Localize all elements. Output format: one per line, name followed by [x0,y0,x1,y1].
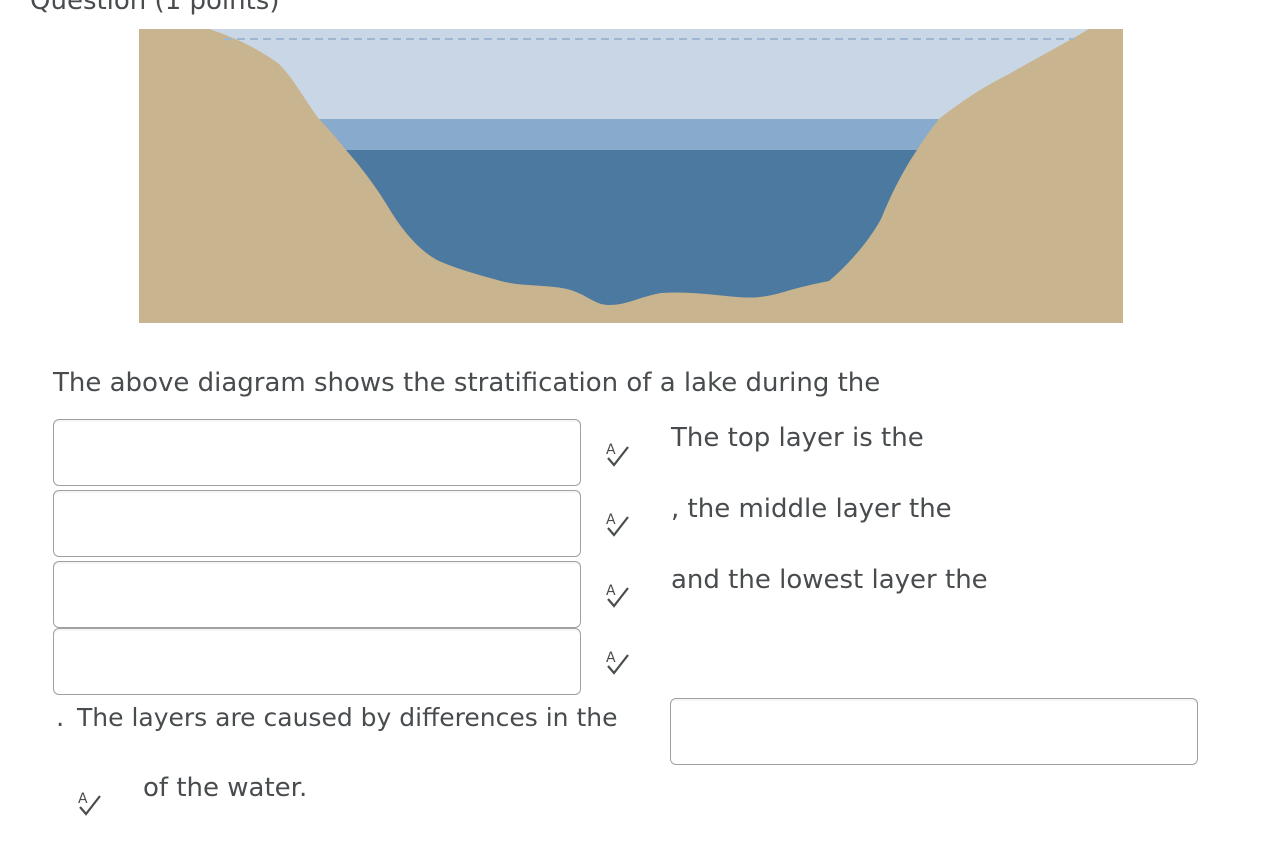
lowest-layer-text: and the lowest layer the [671,565,988,595]
answer-input-1[interactable] [54,420,580,485]
answer-blank-5[interactable] [670,698,1198,765]
spellcheck-icon[interactable]: A [603,580,633,610]
svg-text:A: A [606,442,616,458]
clipped-question-header: Question (1 points) [30,0,280,16]
hypolimnion-layer [346,150,917,305]
spellcheck-icon[interactable]: A [603,647,633,677]
answer-input-2[interactable] [54,491,580,556]
question-intro-text: The above diagram shows the stratificati… [53,368,881,398]
answer-input-5[interactable] [671,699,1197,764]
answer-input-3[interactable] [54,562,580,627]
answer-blank-1[interactable] [53,419,581,486]
answer-blank-3[interactable] [53,561,581,628]
epilimnion-layer [209,29,1089,119]
middle-layer-text: , the middle layer the [671,494,952,524]
period-text: . [56,703,65,733]
svg-text:A: A [606,583,616,599]
answer-input-4[interactable] [54,629,580,694]
spellcheck-icon[interactable]: A [75,788,105,818]
spellcheck-icon[interactable]: A [603,439,633,469]
end-text: of the water. [143,773,308,803]
thermocline-layer [319,119,939,150]
svg-text:A: A [606,650,616,666]
top-layer-text: The top layer is the [671,423,924,453]
answer-blank-2[interactable] [53,490,581,557]
svg-text:A: A [78,791,88,807]
svg-text:A: A [606,512,616,528]
answer-blank-4[interactable] [53,628,581,695]
spellcheck-icon[interactable]: A [603,509,633,539]
cause-text: The layers are caused by differences in … [77,703,618,732]
lake-stratification-diagram [139,29,1123,323]
